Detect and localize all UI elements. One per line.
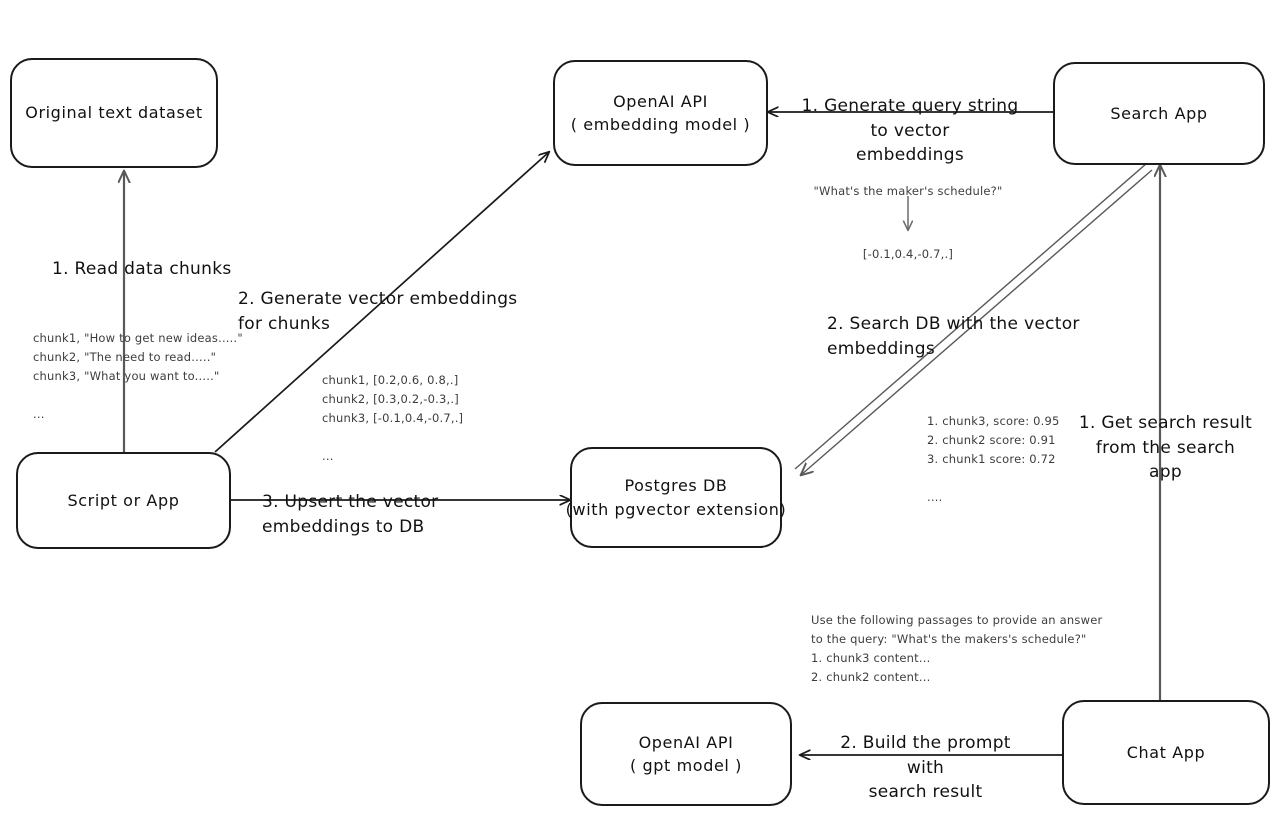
node-chat-app[interactable]: Chat App — [1062, 700, 1270, 805]
edge-label-get-search-result: 1. Get search result from the search app — [1078, 413, 1253, 483]
edge-label-build-prompt: 2. Build the prompt with search result — [840, 733, 1011, 803]
node-label-openai-embedding-title: OpenAI API — [613, 91, 708, 111]
note-query-text: "What's the maker's schedule?" — [813, 184, 1003, 198]
edge-label-read-data-chunks: 1. Read data chunks — [52, 259, 232, 279]
node-original-text-dataset[interactable]: Original text dataset — [10, 58, 218, 168]
edge-label-upsert-to-db: 3. Upsert the vector embeddings to DB — [262, 492, 439, 537]
note-prompt-text: Use the following passages to provide an… — [811, 613, 1103, 684]
note-chunk-vectors: chunk1, [0.2,0.6, 0.8,.] chunk2, [0.3,0.… — [322, 373, 464, 463]
node-label-postgres-subtitle: (with pgvector extension) — [565, 499, 787, 519]
node-label-search-app: Search App — [1110, 103, 1208, 123]
node-label-postgres-title: Postgres DB — [624, 476, 728, 496]
note-query-vector: [-0.1,0.4,-0.7,.] — [862, 247, 954, 261]
note-search-results: 1. chunk3, score: 0.95 2. chunk2 score: … — [927, 414, 1060, 504]
node-script-or-app[interactable]: Script or App — [16, 452, 231, 549]
note-raw-chunks: chunk1, "How to get new ideas....." chun… — [33, 331, 243, 421]
node-postgres-db[interactable]: Postgres DB (with pgvector extension) — [566, 447, 786, 548]
edge-label-generate-embeddings-for-chunks: 2. Generate vector embeddings for chunks — [238, 289, 518, 334]
edge-label-search-db: 2. Search DB with the vector embeddings — [827, 314, 1080, 359]
node-search-app[interactable]: Search App — [1053, 62, 1265, 165]
node-openai-api-gpt[interactable]: OpenAI API ( gpt model ) — [580, 702, 792, 806]
node-label-openai-gpt-subtitle: ( gpt model ) — [630, 756, 742, 775]
node-label-openai-gpt-title: OpenAI API — [638, 732, 734, 752]
node-label-script-or-app: Script or App — [67, 490, 180, 510]
node-label-original-text-dataset: Original text dataset — [25, 103, 203, 123]
node-label-chat-app: Chat App — [1126, 742, 1206, 762]
node-label-openai-embedding-subtitle: ( embedding model ) — [570, 115, 751, 134]
edge-label-generate-query-embeddings: 1. Generate query string to vector embed… — [801, 96, 1019, 166]
node-openai-api-embedding[interactable]: OpenAI API ( embedding model ) — [553, 60, 768, 166]
